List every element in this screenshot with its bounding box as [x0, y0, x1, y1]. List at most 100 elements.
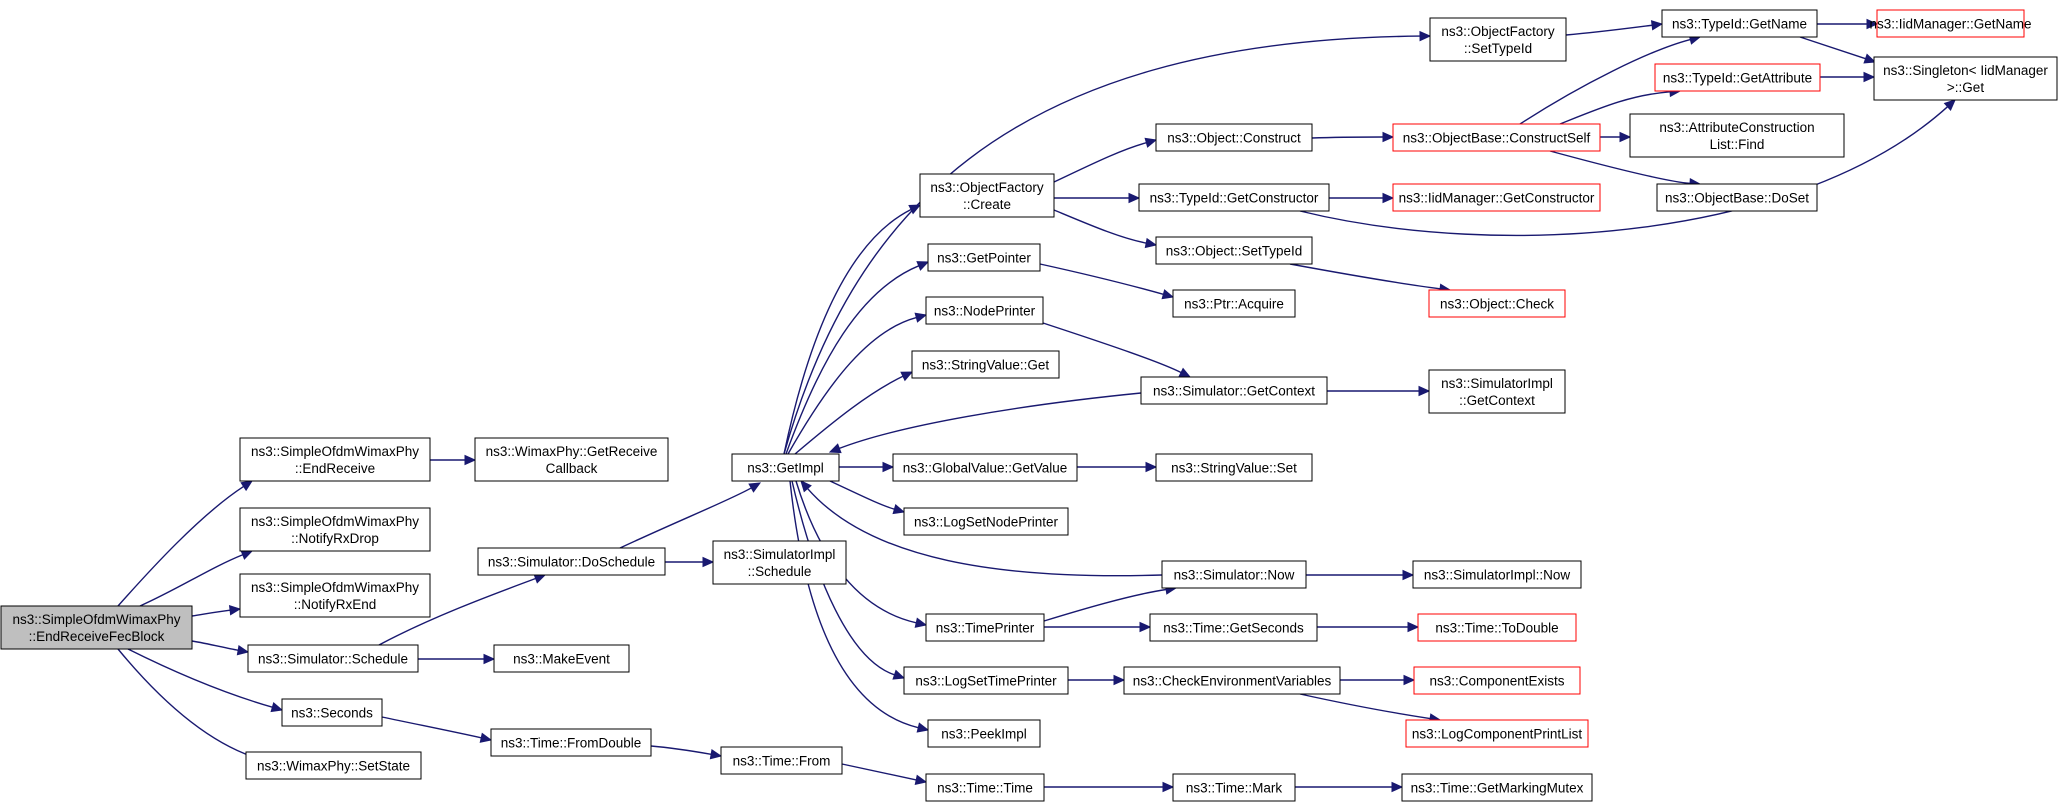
node-strvalget[interactable]: ns3::StringValue::Get: [911, 350, 1060, 379]
node-simgetctx[interactable]: ns3::Simulator::GetContext: [1140, 376, 1328, 405]
node-label: ns3::TypeId::GetConstructor: [1150, 191, 1319, 206]
node-setstate[interactable]: ns3::WimaxPhy::SetState: [245, 751, 422, 780]
node-singletonget[interactable]: ns3::Singleton< IidManager>::Get: [1873, 56, 2058, 101]
node-box: [892, 453, 1078, 482]
node-box: [1149, 613, 1318, 642]
node-box: [0, 605, 193, 650]
edge-getimpl-to-logsettime: [791, 480, 906, 680]
node-strvalset[interactable]: ns3::StringValue::Set: [1155, 453, 1313, 482]
node-timeprinter[interactable]: ns3::TimePrinter: [925, 613, 1045, 642]
edge-getimpl-to-nodeprinter: [787, 312, 928, 455]
node-label: ns3::StringValue::Set: [1171, 461, 1297, 476]
edge-tidgetctor-to-singletonget: [1299, 99, 1956, 237]
node-box: [903, 666, 1069, 695]
node-todouble[interactable]: ns3::Time::ToDouble: [1417, 613, 1577, 642]
node-logsettime[interactable]: ns3::LogSetTimePrinter: [903, 666, 1069, 695]
node-objsettypeid[interactable]: ns3::Object::SetTypeId: [1155, 236, 1313, 265]
node-box: [281, 698, 383, 727]
node-tidgetname[interactable]: ns3::TypeId::GetName: [1661, 9, 1818, 38]
node-timemark[interactable]: ns3::Time::Mark: [1172, 773, 1296, 802]
node-implsched[interactable]: ns3::SimulatorImpl::Schedule: [712, 540, 847, 585]
node-label: ns3::Simulator::DoSchedule: [488, 555, 655, 570]
node-getseconds[interactable]: ns3::Time::GetSeconds: [1149, 613, 1318, 642]
node-label: List::Find: [1710, 137, 1765, 152]
node-label: ns3::Simulator::Now: [1174, 568, 1295, 583]
node-box: [1629, 113, 1845, 158]
node-compexists[interactable]: ns3::ComponentExists: [1413, 666, 1581, 695]
node-doschedule[interactable]: ns3::Simulator::DoSchedule: [477, 547, 666, 576]
node-box: [1138, 183, 1330, 212]
node-box: [1123, 666, 1341, 695]
edge-tidgetname-to-iidgetname: [1817, 18, 1879, 30]
node-implgetctx[interactable]: ns3::SimulatorImpl::GetContext: [1428, 369, 1566, 414]
node-seconds[interactable]: ns3::Seconds: [281, 698, 383, 727]
node-gvgetvalue[interactable]: ns3::GlobalValue::GetValue: [892, 453, 1078, 482]
node-tidgetattr[interactable]: ns3::TypeId::GetAttribute: [1654, 63, 1821, 92]
node-box: [239, 437, 431, 482]
node-label: ns3::IidManager::GetName: [1869, 17, 2031, 32]
node-nodeprinter[interactable]: ns3::NodePrinter: [925, 296, 1044, 325]
node-label: ns3::Object::SetTypeId: [1166, 244, 1303, 259]
node-root[interactable]: ns3::SimpleOfdmWimaxPhy::EndReceiveFecBl…: [0, 605, 193, 650]
node-iidgetname[interactable]: ns3::IidManager::GetName: [1869, 9, 2032, 38]
node-label: ns3::Simulator::Schedule: [258, 652, 408, 667]
node-box: [245, 751, 422, 780]
node-ofsettypeid[interactable]: ns3::ObjectFactory::SetTypeId: [1429, 17, 1567, 62]
node-objconstruct[interactable]: ns3::Object::Construct: [1155, 123, 1313, 152]
node-makeevent[interactable]: ns3::MakeEvent: [493, 644, 630, 673]
node-logsetnode[interactable]: ns3::LogSetNodePrinter: [903, 507, 1069, 536]
node-objcheck[interactable]: ns3::Object::Check: [1428, 289, 1566, 318]
edge-simgetctx-to-implgetctx: [1327, 385, 1431, 397]
node-box: [1654, 63, 1821, 92]
node-logcompprint[interactable]: ns3::LogComponentPrintList: [1405, 719, 1589, 748]
node-getimpl[interactable]: ns3::GetImpl: [731, 453, 840, 482]
edge-getimpl-to-gvgetvalue: [838, 461, 895, 473]
node-box: [247, 644, 419, 673]
node-box: [925, 296, 1044, 325]
node-checkenv[interactable]: ns3::CheckEnvironmentVariables: [1123, 666, 1341, 695]
node-box: [1155, 236, 1313, 265]
node-obconstructself[interactable]: ns3::ObjectBase::ConstructSelf: [1392, 123, 1601, 152]
node-simnow[interactable]: ns3::Simulator::Now: [1161, 560, 1307, 589]
node-obdoset[interactable]: ns3::ObjectBase::DoSet: [1656, 183, 1818, 212]
node-simsched[interactable]: ns3::Simulator::Schedule: [247, 644, 419, 673]
node-getpointer[interactable]: ns3::GetPointer: [927, 243, 1041, 272]
node-label: ns3::SimulatorImpl: [724, 547, 836, 562]
node-timetime[interactable]: ns3::Time::Time: [925, 773, 1045, 802]
node-box: [1401, 773, 1593, 802]
node-label: ns3::IidManager::GetConstructor: [1399, 191, 1595, 206]
node-fromdouble[interactable]: ns3::Time::FromDouble: [490, 728, 652, 757]
edge-objconstruct-to-obconstructself: [1311, 131, 1395, 143]
node-box: [490, 728, 652, 757]
edge-root-to-notifyend: [191, 605, 242, 617]
node-tidgetctor[interactable]: ns3::TypeId::GetConstructor: [1138, 183, 1330, 212]
edge-simgetctx-to-getimpl: [828, 392, 1142, 454]
node-endrecv[interactable]: ns3::SimpleOfdmWimaxPhy::EndReceive: [239, 437, 431, 482]
node-label: ns3::StringValue::Get: [922, 358, 1050, 373]
node-label: ns3::SimpleOfdmWimaxPhy: [251, 444, 419, 459]
node-ofcreate[interactable]: ns3::ObjectFactory::Create: [919, 173, 1055, 218]
node-timefrom[interactable]: ns3::Time::From: [720, 746, 843, 775]
node-implnow[interactable]: ns3::SimulatorImpl::Now: [1412, 560, 1582, 589]
node-box: [239, 573, 431, 618]
node-box: [925, 773, 1045, 802]
node-box: [927, 719, 1041, 748]
node-peekimpl[interactable]: ns3::PeekImpl: [927, 719, 1041, 748]
edge-getseconds-to-todouble: [1317, 621, 1420, 633]
node-ptracquire[interactable]: ns3::Ptr::Acquire: [1172, 289, 1296, 318]
node-getmarkmutex[interactable]: ns3::Time::GetMarkingMutex: [1401, 773, 1593, 802]
edge-ofcreate-to-objconstruct: [1053, 137, 1158, 183]
node-iidgetctor[interactable]: ns3::IidManager::GetConstructor: [1392, 183, 1601, 212]
node-box: [1413, 666, 1581, 695]
node-label: ns3::Time::Time: [937, 781, 1033, 796]
node-notifydrop[interactable]: ns3::SimpleOfdmWimaxPhy::NotifyRxDrop: [239, 507, 431, 552]
edge-root-to-notifydrop: [139, 550, 254, 607]
node-notifyend[interactable]: ns3::SimpleOfdmWimaxPhy::NotifyRxEnd: [239, 573, 431, 618]
node-label: ns3::WimaxPhy::SetState: [257, 759, 410, 774]
node-box: [239, 507, 431, 552]
edge-gvgetvalue-to-strvalset: [1076, 461, 1158, 473]
edge-simnow-to-implnow: [1306, 569, 1415, 581]
node-label: ns3::PeekImpl: [941, 727, 1027, 742]
